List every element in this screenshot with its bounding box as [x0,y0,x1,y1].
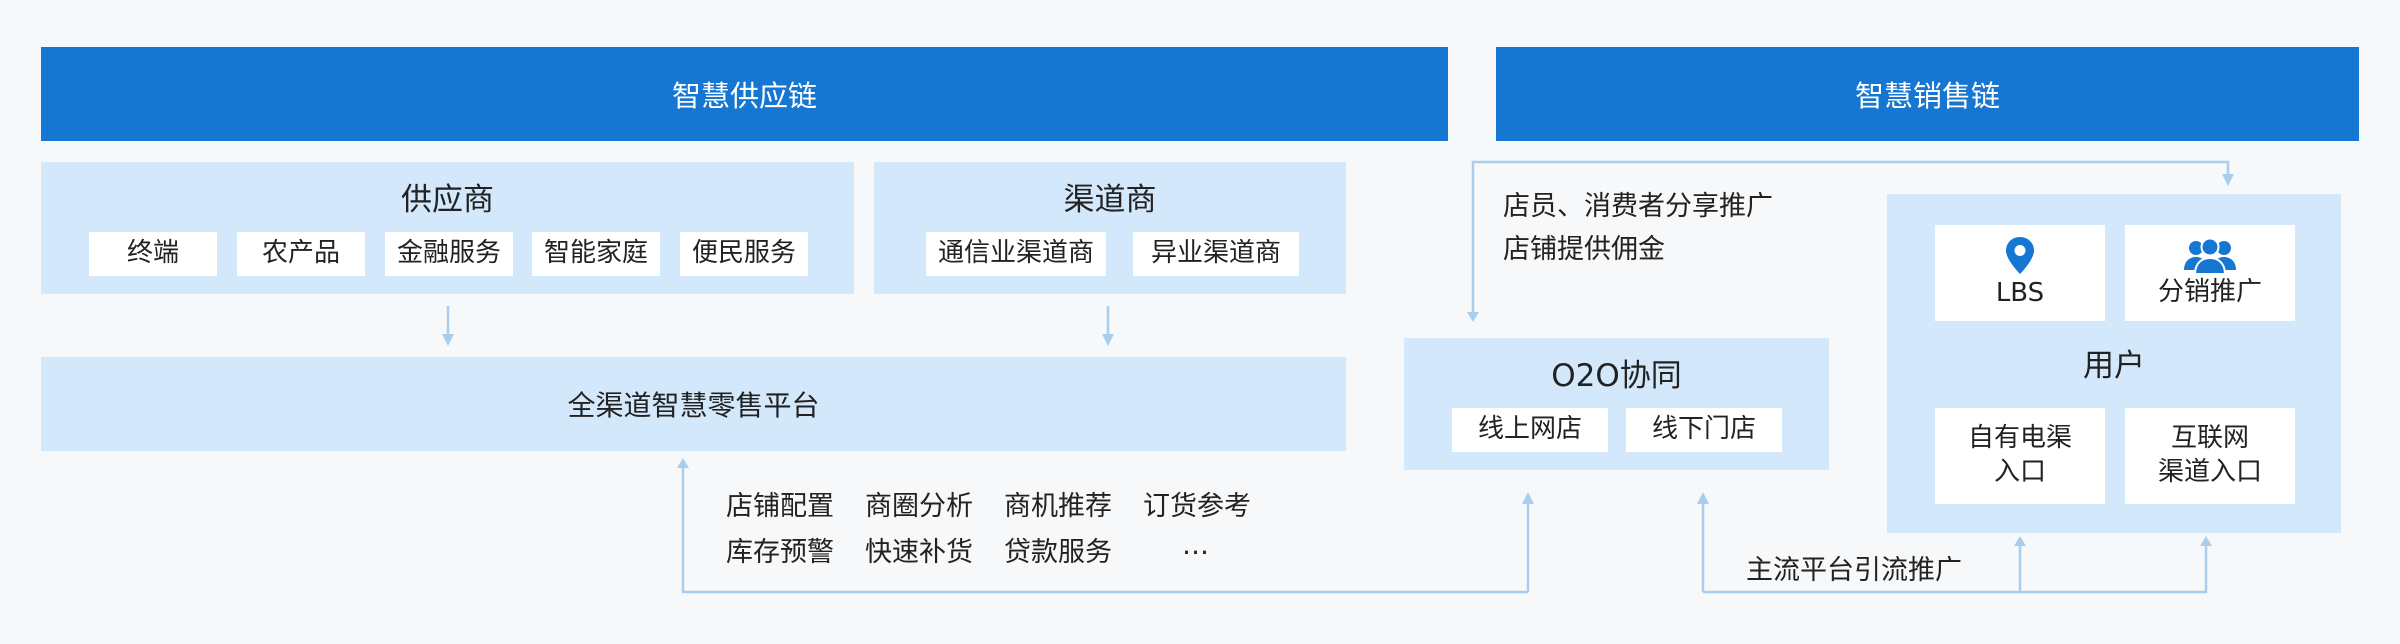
supply-chain-title: 智慧供应链 [671,79,817,113]
supplier-title: 供应商 [401,181,494,218]
share-text-line2: 店铺提供佣金 [1503,234,1665,265]
own-channel-card: 自有电渠 入口 [1935,408,2105,504]
internet-channel-line1: 互联网 [2170,423,2249,454]
omni-channel-platform: 全渠道智慧零售平台 [41,357,1346,451]
service-store-config: 店铺配置 [726,491,834,522]
distribution-card: 分销推广 [2125,225,2295,321]
lbs-card: LBS [1935,225,2105,321]
o2o-chip-online: 线上网店 [1452,408,1608,452]
internet-channel-line2: 渠道入口 [2157,457,2262,487]
location-pin-icon [2006,237,2034,275]
supplier-chip-terminal: 终端 [89,232,217,276]
own-channel-line1: 自有电渠 [1967,423,2072,454]
distribution-label: 分销推广 [2157,277,2262,308]
lbs-label: LBS [1995,278,2045,309]
service-area-analysis: 商圈分析 [865,491,973,522]
service-stock-alert: 库存预警 [726,537,834,568]
share-text-line1: 店员、消费者分享推广 [1503,191,1773,222]
supply-chain-header: 智慧供应链 [41,47,1448,141]
channel-chip-cross-industry: 异业渠道商 [1133,232,1299,276]
channel-chip-telecom: 通信业渠道商 [926,232,1106,276]
supplier-chip-smart-home: 智能家庭 [532,232,660,276]
sales-chain-title: 智慧销售链 [1854,79,2000,113]
service-fast-restock: 快速补货 [865,537,973,568]
platform-label: 全渠道智慧零售平台 [567,389,820,422]
o2o-chip-offline: 线下门店 [1626,408,1782,452]
service-more: … [1182,530,1209,561]
o2o-title: O2O协同 [1551,357,1682,394]
traffic-text: 主流平台引流推广 [1746,555,1962,586]
user-panel: LBS 分销推广 用户 自有电渠 入口 互联网 渠道入口 [1887,194,2341,533]
sales-chain-header: 智慧销售链 [1496,47,2359,141]
users-group-icon [2184,237,2236,276]
channel-title: 渠道商 [1063,181,1157,218]
supplier-chip-convenience: 便民服务 [680,232,808,276]
service-order-ref: 订货参考 [1143,491,1251,522]
user-title: 用户 [2083,347,2145,384]
arrow-share-loop [1471,160,2234,318]
service-opportunity: 商机推荐 [1004,491,1112,522]
service-loan: 贷款服务 [1004,537,1112,568]
supplier-chip-finance: 金融服务 [385,232,513,276]
channel-panel: 渠道商 通信业渠道商 异业渠道商 [874,162,1346,294]
internet-channel-card: 互联网 渠道入口 [2125,408,2295,504]
supplier-chip-agri: 农产品 [237,232,365,276]
own-channel-line2: 入口 [1993,457,2046,487]
supplier-panel: 供应商 终端 农产品 金融服务 智能家庭 便民服务 [41,162,854,294]
o2o-panel: O2O协同 线上网店 线下门店 [1404,338,1829,470]
